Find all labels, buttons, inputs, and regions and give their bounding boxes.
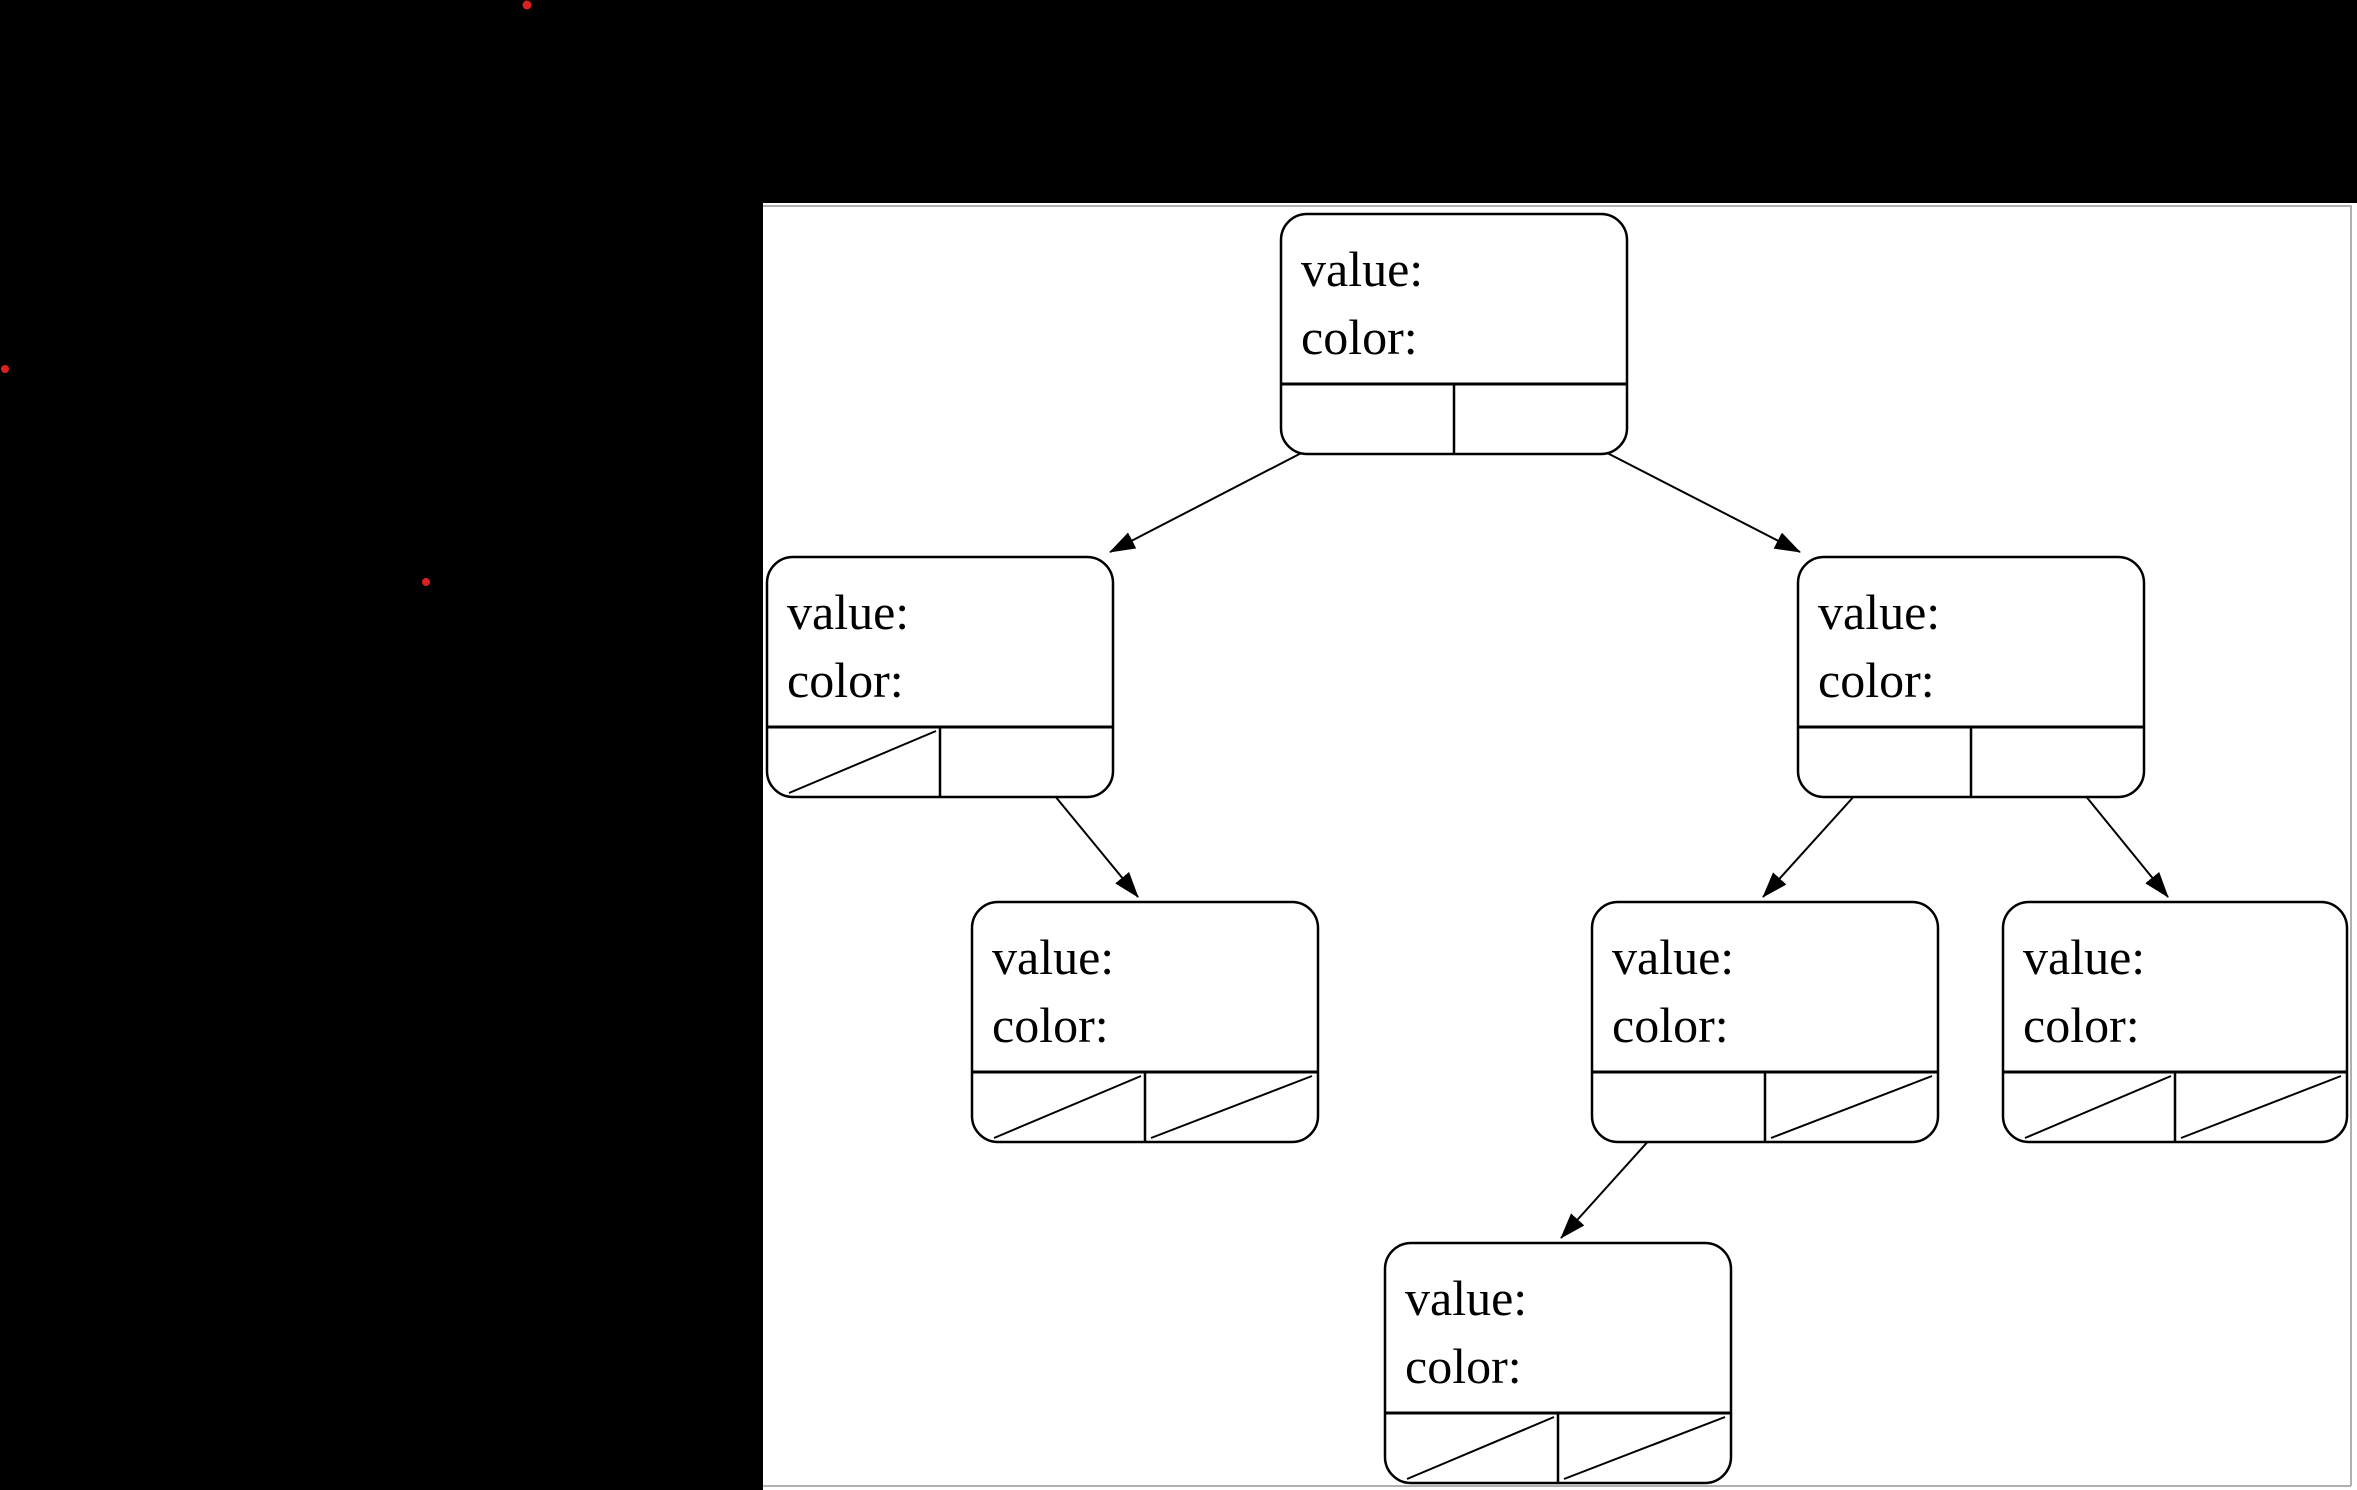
tree-node-right-right: value: color:: [2001, 900, 2349, 1144]
color-label: color:: [2023, 997, 2140, 1053]
null-slash-icon-right: [2180, 1075, 2342, 1139]
null-slash-icon-right: [1563, 1416, 1726, 1480]
red-dot-1: [522, 0, 532, 10]
value-label: value:: [1405, 1270, 1527, 1326]
null-slash-icon-left: [788, 730, 937, 794]
null-slash-icon-right: [1150, 1075, 1313, 1139]
null-slash-icon-left: [993, 1075, 1142, 1139]
color-label: color:: [1301, 309, 1418, 365]
null-slash-icon-left: [2024, 1075, 2172, 1139]
tree-node-right: value: color:: [1796, 555, 2146, 799]
value-label: value:: [787, 584, 909, 640]
value-label: value:: [2023, 929, 2145, 985]
red-dot-3: [422, 578, 430, 586]
color-label: color:: [992, 997, 1109, 1053]
tree-node-right-left: value: color:: [1590, 900, 1940, 1144]
color-label: color:: [1405, 1338, 1522, 1394]
value-label: value:: [1612, 929, 1734, 985]
tree-node-left: value: color:: [765, 555, 1115, 799]
value-label: value:: [992, 929, 1114, 985]
red-dot-2: [1, 365, 9, 373]
tree-node-right-left-left: value: color:: [1383, 1241, 1733, 1485]
null-slash-icon-left: [1406, 1416, 1555, 1480]
tree-node-left-right: value: color:: [970, 900, 1320, 1144]
value-label: value:: [1301, 241, 1423, 297]
color-label: color:: [1612, 997, 1729, 1053]
value-label: value:: [1818, 584, 1940, 640]
color-label: color:: [1818, 652, 1935, 708]
color-label: color:: [787, 652, 904, 708]
tree-node-root: value: color:: [1279, 212, 1629, 456]
null-slash-icon-right: [1770, 1075, 1933, 1139]
